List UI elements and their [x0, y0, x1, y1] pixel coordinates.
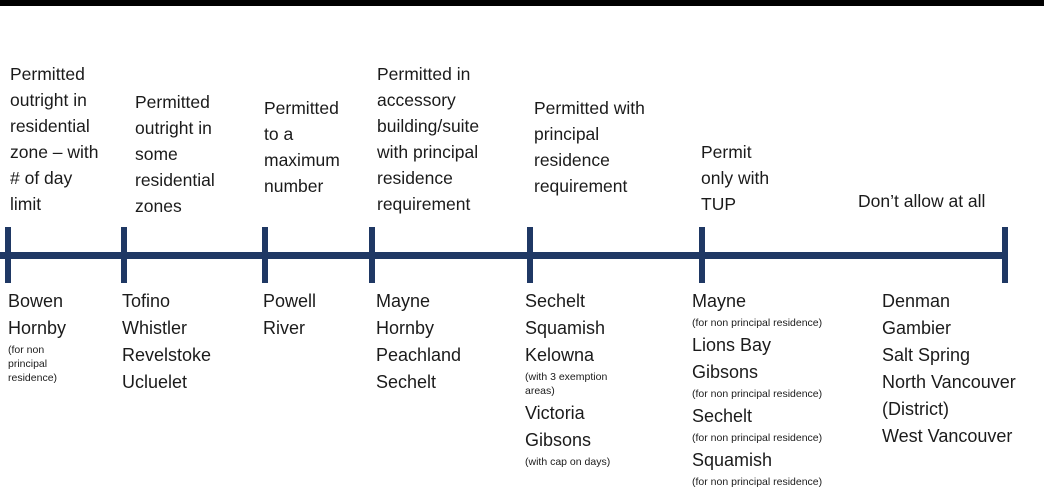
- municipality-note: (with 3 exemption areas): [525, 371, 608, 397]
- axis-tick: [369, 227, 375, 283]
- municipality-item: Kelowna: [525, 345, 595, 365]
- municipality-item: Ucluelet: [122, 372, 188, 392]
- municipality-item: Lions Bay: [692, 335, 772, 355]
- municipality-list-principal-residence: Sechelt Squamish Kelowna (with 3 exempti…: [525, 288, 610, 471]
- category-label-maximum-number: Permitted to a maximum number: [264, 98, 340, 196]
- category-label-accessory-building: Permitted in accessory building/suite wi…: [377, 64, 480, 214]
- municipality-item: Squamish: [692, 450, 773, 470]
- axis-tick: [1002, 227, 1008, 283]
- category-label-dont-allow: Don’t allow at all: [858, 191, 986, 211]
- municipality-item: Victoria: [525, 403, 585, 423]
- municipality-list-permit-only-tup: Mayne (for non principal residence) Lion…: [692, 288, 822, 488]
- municipality-note: (for non principal residence): [692, 432, 823, 444]
- municipality-list-maximum-number: Powell River: [263, 288, 316, 342]
- municipality-item: Revelstoke: [122, 345, 212, 365]
- municipality-item: Sechelt: [692, 406, 753, 426]
- top-border-bar: [0, 0, 1044, 6]
- municipality-note: (for non principal residence): [692, 476, 823, 488]
- municipality-item: Sechelt: [525, 291, 586, 311]
- municipality-item: Powell River: [263, 291, 317, 338]
- municipality-list-accessory-building: Mayne Hornby Peachland Sechelt: [376, 288, 461, 396]
- municipality-list-outright-some-zones: Tofino Whistler Revelstoke Ucluelet: [122, 288, 211, 396]
- municipality-item: Gibsons: [525, 430, 592, 450]
- municipality-item: West Vancouver: [882, 426, 1013, 446]
- municipality-note: (for non principal residence): [692, 388, 823, 400]
- axis-tick: [527, 227, 533, 283]
- axis-tick: [121, 227, 127, 283]
- municipality-item: Gibsons: [692, 362, 759, 382]
- municipality-list-dont-allow: Denman Gambier Salt Spring North Vancouv…: [882, 288, 1016, 450]
- municipality-item: Mayne: [692, 291, 747, 311]
- municipality-item: Sechelt: [376, 372, 437, 392]
- municipality-note: (for non principal residence): [8, 344, 58, 384]
- spectrum-axis-line: [0, 252, 1008, 259]
- axis-tick: [699, 227, 705, 283]
- municipality-item: Peachland: [376, 345, 462, 365]
- category-label-principal-residence: Permitted with principal residence requi…: [534, 98, 645, 196]
- municipality-list-outright-day-limit: Bowen Hornby (for non principal residenc…: [8, 288, 66, 387]
- municipality-item: North Vancouver (District): [882, 372, 1016, 419]
- category-label-outright-some-zones: Permitted outright in some residential z…: [135, 92, 215, 216]
- municipality-note: (with cap on days): [525, 456, 611, 468]
- municipality-item: Squamish: [525, 318, 606, 338]
- municipality-item: Salt Spring: [882, 345, 971, 365]
- axis-tick: [5, 227, 11, 283]
- municipality-item: Denman: [882, 291, 951, 311]
- category-label-outright-day-limit: Permitted outright in residential zone –…: [10, 64, 99, 214]
- municipality-item: Whistler: [122, 318, 188, 338]
- category-label-permit-only-tup: Permit only with TUP: [701, 142, 770, 214]
- municipality-item: Hornby: [8, 318, 67, 338]
- axis-tick: [262, 227, 268, 283]
- municipality-item: Hornby: [376, 318, 435, 338]
- municipality-note: (for non principal residence): [692, 317, 823, 329]
- municipality-item: Gambier: [882, 318, 952, 338]
- municipality-item: Tofino: [122, 291, 171, 311]
- municipality-item: Bowen: [8, 291, 64, 311]
- municipality-item: Mayne: [376, 291, 431, 311]
